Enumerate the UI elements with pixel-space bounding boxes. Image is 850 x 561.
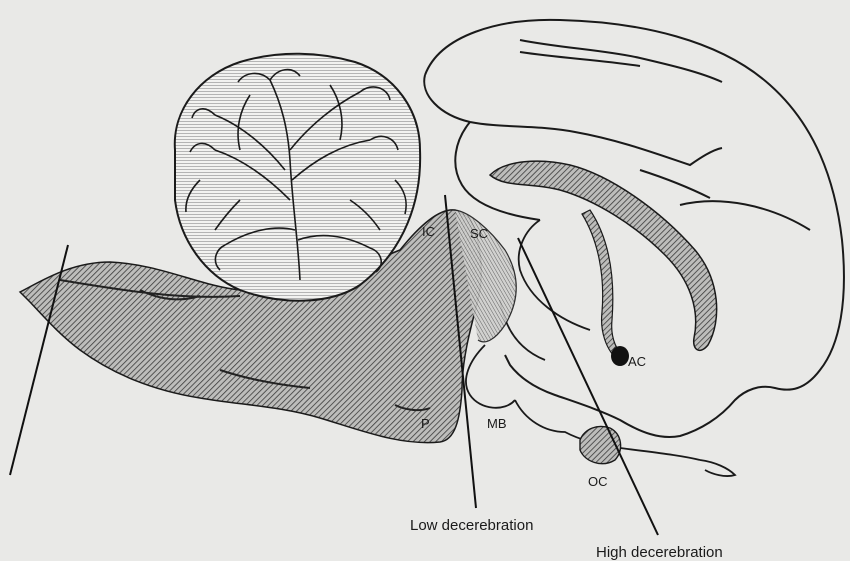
label-sc: SC	[470, 226, 488, 241]
label-mb: MB	[487, 416, 507, 431]
label-ic: IC	[422, 224, 435, 239]
spinal-cut-line	[10, 245, 68, 475]
label-high-decerebration: High decerebration	[596, 544, 723, 561]
label-ac: AC	[628, 354, 646, 369]
fornix	[582, 210, 625, 362]
cerebellum	[175, 54, 420, 301]
high-decerebration-line	[518, 238, 658, 535]
anterior-commissure	[611, 346, 629, 366]
label-low-decerebration: Low decerebration	[410, 517, 533, 534]
label-p: P	[421, 416, 430, 431]
label-oc: OC	[588, 474, 608, 489]
